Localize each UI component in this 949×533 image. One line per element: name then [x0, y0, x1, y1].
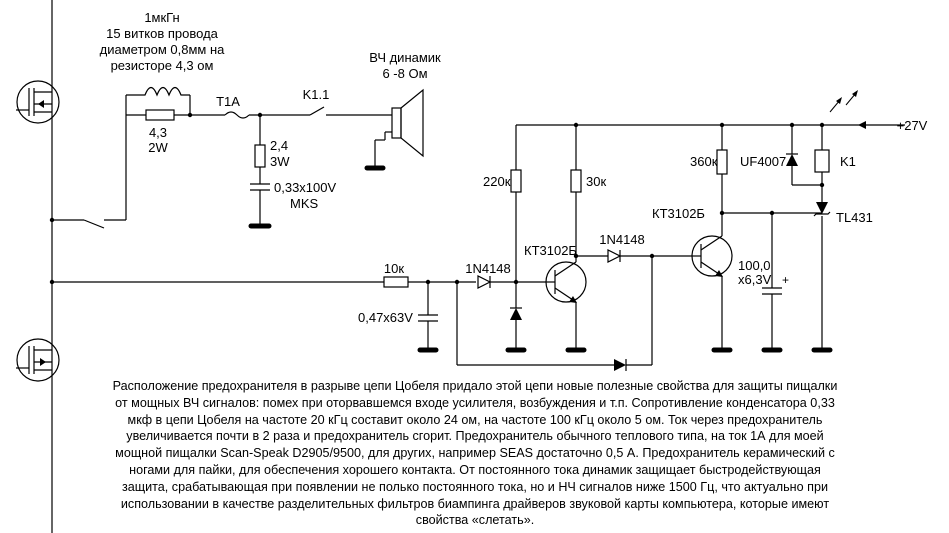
diode-base-clamp — [510, 308, 522, 320]
inductor-desc-1: 15 витков провода — [106, 26, 219, 41]
inductor-desc-2: диаметром 0,8мм на — [100, 42, 226, 57]
capacitor-plus-sign: + — [782, 273, 789, 287]
supply-label: +27V — [897, 118, 928, 133]
description-caption: Расположение предохранителя в разрыве це… — [112, 379, 838, 528]
output-stage — [16, 0, 60, 533]
inductor-desc-3: резисторе 4,3 ом — [111, 58, 214, 73]
mosfet-upper-symbol — [16, 80, 60, 124]
resistor-10k-body — [383, 276, 409, 288]
capacitor-timing-value: 100,0 — [738, 258, 771, 273]
diode-uf4007-label: UF4007 — [740, 154, 786, 169]
diode-1n4148-b-label: 1N4148 — [599, 232, 645, 247]
diode-feedback — [614, 359, 626, 371]
fuse-symbol — [224, 111, 250, 119]
resistor-360k-label: 360к — [690, 154, 718, 169]
resistor-2-4-body — [254, 144, 266, 168]
resistor-30k-body — [570, 169, 582, 193]
speaker-impedance: 6 -8 Ом — [382, 66, 427, 81]
resistor-2-4-value: 2,4 — [270, 138, 288, 153]
protection-circuit: +27V 220к 30к 10к 1N4148 — [52, 90, 928, 371]
relay-coil-body — [814, 149, 830, 173]
resistor-4-3-body — [145, 109, 175, 121]
diode-1n4148-a-label: 1N4148 — [465, 261, 511, 276]
mosfet-lower-symbol — [16, 338, 60, 382]
speaker-cone — [400, 88, 424, 158]
capacitor-input-label: 0,47x63V — [358, 310, 413, 325]
resistor-220k-body — [510, 169, 522, 193]
tl431-label: TL431 — [836, 210, 873, 225]
diode-1n4148-b — [607, 249, 622, 263]
resistor-360k-body — [716, 149, 728, 175]
rail-switch — [49, 115, 127, 285]
resistor-4-3-power: 2W — [148, 140, 168, 155]
speaker-magnet — [391, 107, 402, 139]
speaker-name: ВЧ динамик — [369, 50, 441, 65]
tl431-symbol — [816, 202, 828, 214]
inductor-value-label: 1мкГн — [144, 10, 179, 25]
relay-coil-label: K1 — [840, 154, 856, 169]
resistor-4-3-value: 4,3 — [149, 125, 167, 140]
resistor-2-4-power: 3W — [270, 154, 290, 169]
transistor-2-label: КТ3102Б — [652, 206, 705, 221]
inductor-coil — [126, 86, 190, 97]
transistor-1-label: КТ3102Б — [524, 243, 577, 258]
capacitor-timing-voltage: x6,3V — [738, 272, 772, 287]
zobel-network: 1мкГн 15 витков провода диаметром 0,8мм … — [100, 10, 375, 229]
resistor-30k-label: 30к — [586, 174, 606, 189]
diode-1n4148-a — [477, 275, 492, 289]
tweeter: ВЧ динамик 6 -8 Ом — [364, 50, 441, 171]
relay-contact-label: K1.1 — [303, 87, 330, 102]
resistor-220k-label: 220к — [483, 174, 511, 189]
resistor-10k-label: 10к — [384, 261, 404, 276]
capacitor-zobel-value: 0,33x100V — [274, 180, 336, 195]
fuse-label: Т1А — [216, 94, 240, 109]
diode-uf4007 — [786, 154, 798, 166]
capacitor-zobel-type: MKS — [290, 196, 319, 211]
